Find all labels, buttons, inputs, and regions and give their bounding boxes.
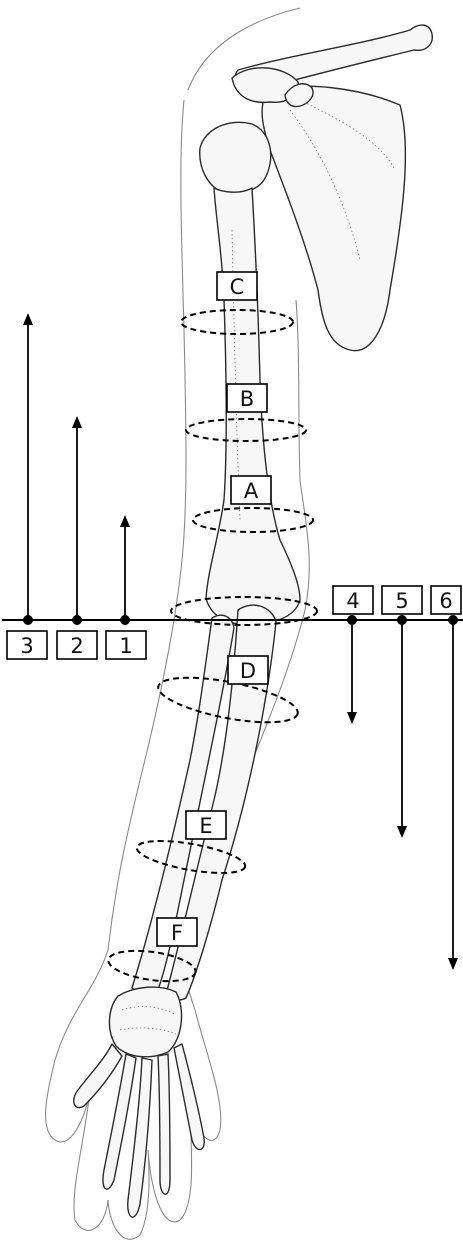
section-label-f: F: [157, 918, 197, 946]
distance-label-3: 3: [7, 631, 47, 659]
section-label-c: C: [217, 272, 257, 300]
arrow-origin-dot: [120, 615, 130, 625]
distance-label-4: 4: [333, 586, 373, 614]
thumb-bone: [74, 1044, 122, 1108]
distance-label-6-text: 6: [439, 589, 452, 613]
section-label-a-text: A: [244, 479, 259, 503]
arrow-origin-dot: [347, 615, 357, 625]
scapula-bone: [262, 86, 405, 350]
arrow-up-icon: [120, 515, 130, 527]
distance-label-3-text: 3: [20, 634, 33, 658]
arrow-origin-dot: [448, 615, 458, 625]
distance-label-2: 2: [57, 631, 97, 659]
distance-label-2-text: 2: [70, 634, 83, 658]
arrow-down-icon: [397, 826, 407, 838]
arrow-origin-dot: [72, 615, 82, 625]
carpal-bones: [109, 987, 181, 1057]
arrow-origin-dot: [397, 615, 407, 625]
section-label-e: E: [186, 811, 226, 839]
ring-finger-bone: [158, 1054, 170, 1194]
arrow-up-icon: [23, 313, 33, 325]
section-label-f-text: F: [171, 921, 183, 945]
distance-label-6: 6: [431, 586, 461, 614]
distance-label-1: 1: [106, 631, 146, 659]
section-label-b: B: [227, 384, 267, 412]
distance-label-5: 5: [382, 586, 422, 614]
section-label-e-text: E: [199, 814, 212, 838]
little-finger-bone: [174, 1044, 204, 1150]
distance-label-1-text: 1: [119, 634, 132, 658]
distance-label-5-text: 5: [395, 589, 408, 613]
arrow-down-icon: [347, 712, 357, 724]
arrow-down-icon: [448, 958, 458, 970]
lower-distance-arrows: [347, 615, 458, 970]
upper-distance-arrows: [23, 313, 130, 625]
humerus-head-bone: [200, 122, 271, 193]
arrow-origin-dot: [23, 615, 33, 625]
section-label-c-text: C: [230, 275, 245, 299]
section-label-d-text: D: [240, 659, 256, 683]
arm-skeleton-icon: [46, 8, 433, 1239]
section-label-d: D: [228, 656, 268, 684]
section-label-a: A: [231, 476, 271, 504]
section-label-b-text: B: [240, 387, 254, 411]
arrow-up-icon: [72, 416, 82, 428]
distance-label-4-text: 4: [346, 589, 359, 613]
